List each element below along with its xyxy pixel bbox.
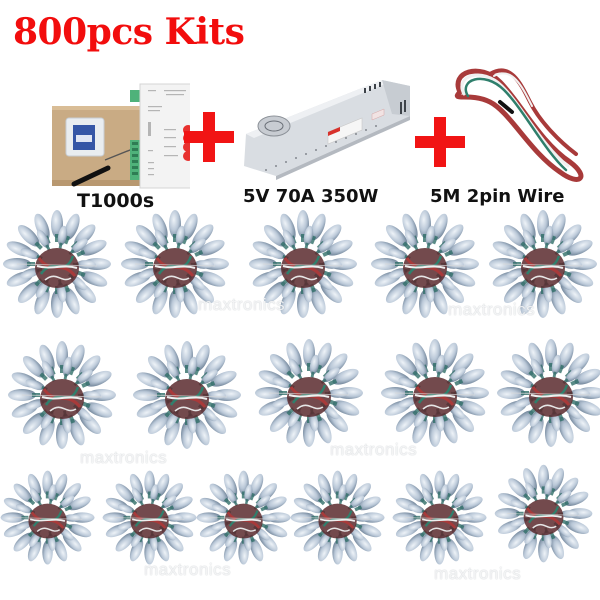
tricolor-wire-icon bbox=[455, 68, 584, 182]
power-supply-icon bbox=[244, 80, 410, 180]
controller-label: T1000s bbox=[77, 190, 155, 212]
led-cluster-icon bbox=[100, 468, 200, 568]
controller-image bbox=[30, 80, 209, 190]
led-cluster-icon bbox=[0, 468, 98, 568]
led-cluster-icon bbox=[390, 468, 490, 568]
led-cluster-icon bbox=[130, 338, 245, 453]
led-cluster-icon bbox=[494, 336, 600, 451]
led-cluster-icon bbox=[5, 338, 120, 453]
led-cluster-icon bbox=[378, 336, 493, 451]
watermark: maxtronics bbox=[448, 300, 536, 319]
power-supply-image bbox=[232, 74, 412, 186]
led-cluster-icon bbox=[194, 468, 294, 568]
power-supply-label: 5V 70A 350W bbox=[243, 186, 379, 207]
t1000s-controller-icon bbox=[52, 83, 209, 189]
watermark: maxtronics bbox=[144, 560, 232, 579]
watermark: maxtronics bbox=[198, 295, 286, 314]
wire-image bbox=[440, 62, 600, 192]
led-cluster-icon bbox=[252, 336, 367, 451]
plus-icon bbox=[184, 112, 234, 162]
plus-icon bbox=[415, 117, 465, 167]
led-cluster-icon bbox=[288, 468, 388, 568]
wire-label: 5M 2pin Wire bbox=[430, 186, 565, 207]
watermark: maxtronics bbox=[80, 448, 168, 467]
led-cluster-icon bbox=[492, 462, 596, 566]
kit-title: 800pcs Kits bbox=[13, 11, 245, 53]
watermark: maxtronics bbox=[434, 564, 522, 583]
led-cluster-icon bbox=[0, 207, 115, 322]
watermark: maxtronics bbox=[330, 440, 418, 459]
